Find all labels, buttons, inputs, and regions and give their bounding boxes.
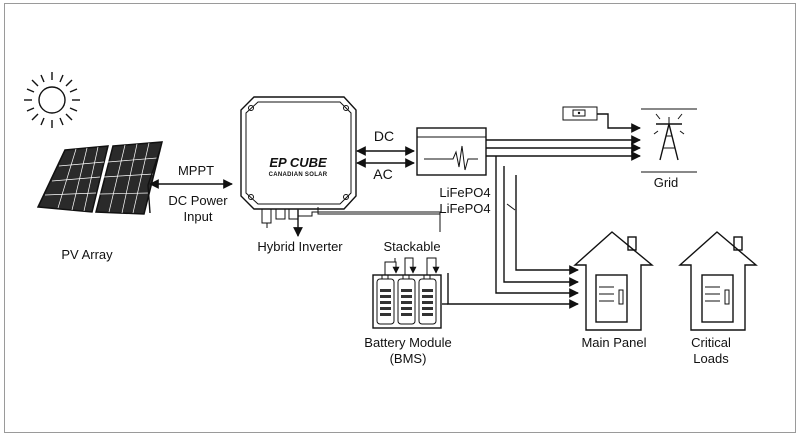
stackable-arrows <box>384 257 440 275</box>
battery-module-label: Battery Module <box>364 335 451 350</box>
diagram-frame <box>4 3 796 433</box>
inverter-sub-brand: CANADIAN SOLAR <box>269 172 328 178</box>
battery-panel-connection <box>442 273 579 309</box>
battery-stack-icon <box>372 274 442 329</box>
critical-loads-label-line2: Loads <box>693 351 729 366</box>
dc-power-label-line2: Input <box>184 209 213 224</box>
stackable-label: Stackable <box>383 239 440 254</box>
critical-loads-house-icon <box>678 231 758 331</box>
ac-label: AC <box>373 166 392 182</box>
hybrid-inverter-label: Hybrid Inverter <box>257 239 343 254</box>
mppt-label: MPPT <box>178 163 214 178</box>
main-panel-label: Main Panel <box>581 335 646 350</box>
meter-box-icon <box>416 127 487 176</box>
critical-loads-label-line1: Critical <box>691 335 731 350</box>
utility-meter-icon <box>562 106 641 133</box>
solar-panel-icon <box>36 141 163 215</box>
sun-icon <box>24 72 80 128</box>
grid-tower-icon <box>641 108 697 173</box>
grid-connections <box>486 135 641 161</box>
grid-label: Grid <box>654 175 679 190</box>
battery-bms-label: (BMS) <box>390 351 427 366</box>
pv-array-label: PV Array <box>61 247 113 262</box>
battery-link-lines <box>297 207 441 232</box>
dc-label: DC <box>374 128 394 144</box>
main-panel-connections <box>495 156 579 298</box>
lifepo4-label-1: LiFePO4 <box>439 185 490 200</box>
inverter-icon: EP CUBE CANADIAN SOLAR <box>240 96 357 228</box>
dc-power-label-line1: DC Power <box>168 193 228 208</box>
lifepo4-label-2: LiFePO4 <box>439 201 490 216</box>
main-panel-house-icon <box>573 231 654 331</box>
lifepo4-pointer <box>506 203 516 211</box>
inverter-brand: EP CUBE <box>269 155 327 170</box>
